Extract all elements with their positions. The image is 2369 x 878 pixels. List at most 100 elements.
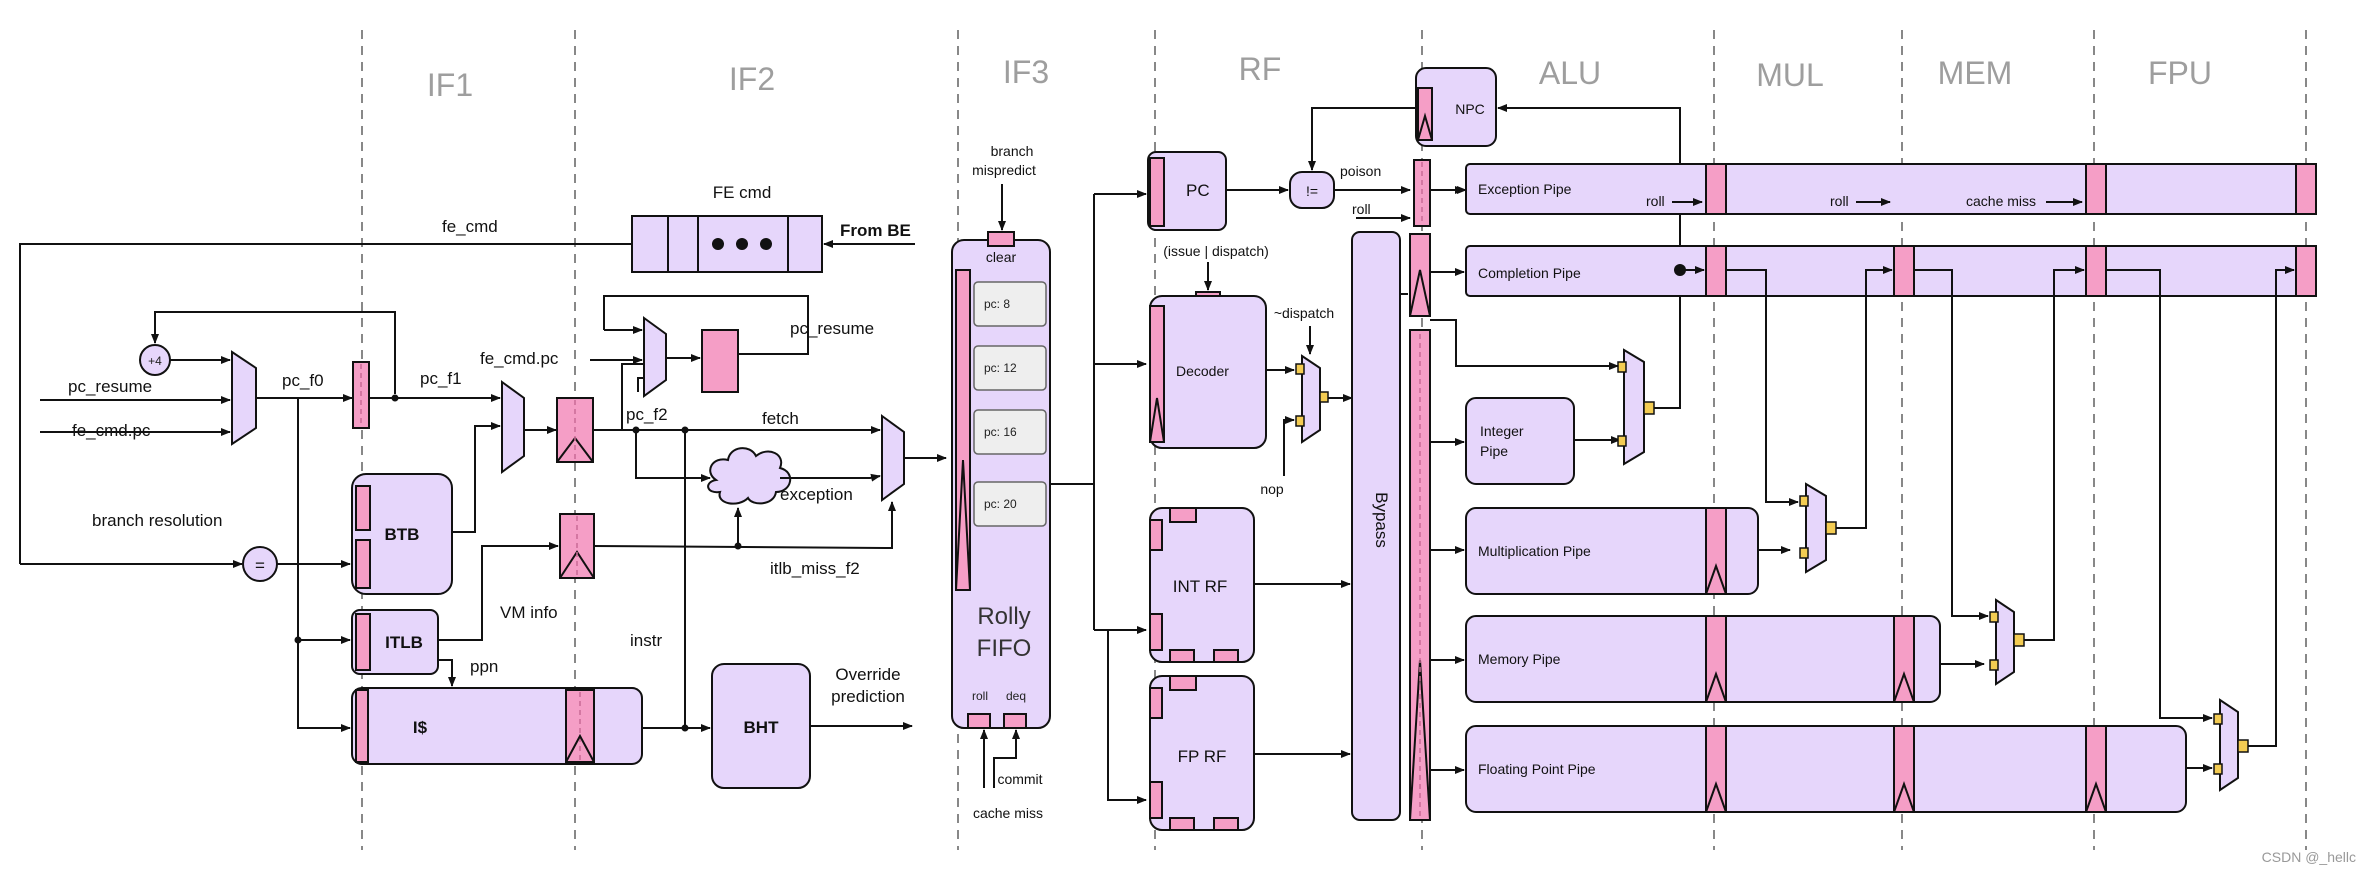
mem-reg-mul [1893,615,1915,703]
instr-label: instr [630,631,662,650]
dispatch-mux [1301,354,1321,444]
commit-label: commit [997,771,1042,787]
fpu-mux [2219,698,2239,792]
dispatch-mux-out [1319,391,1329,403]
pc-f1-mux [501,380,525,474]
prediction-label: prediction [831,687,905,706]
from-be-label: From BE [840,221,911,240]
decoder-label: Decoder [1176,363,1229,379]
clear-label: clear [986,249,1017,265]
stage-label-if1: IF1 [427,67,473,103]
icache-register-right [565,689,595,763]
fp-rf-label: FP RF [1178,747,1227,766]
rolly-fifo: branch mispredict clear pc: 8 pc: 12 pc:… [951,143,1147,821]
bypass-block [1351,231,1401,821]
pc-resume-reg-label: pc_resume [790,319,874,338]
pc-f0-label: pc_f0 [282,371,324,390]
bht-label: BHT [744,718,780,737]
stage-label-if2: IF2 [729,61,775,97]
memory-pipe [1465,615,1941,703]
integer-pipe-label-1: Integer [1480,423,1524,439]
mul-mux-out [1825,521,1837,535]
exception-cloud [707,447,791,505]
deq-label: deq [1006,689,1026,703]
exception-pipe-label: Exception Pipe [1478,181,1572,197]
pc-resume-label: pc_resume [68,377,152,396]
fp-rf-reg-bot1 [1169,817,1195,831]
itlb-register [355,613,371,671]
stage-label-mem: MEM [1938,55,2013,91]
pc-resume-mux [643,316,667,398]
fpu-mux-out [2237,739,2249,753]
fifo-cache-miss-label: cache miss [973,805,1043,821]
completion-pipe-label: Completion Pipe [1478,265,1581,281]
int-rf-reg-top [1169,507,1197,523]
mem-reg-alu [1705,615,1727,703]
mem-mux-out [2013,633,2025,647]
fe-cmd-pc-mux-label: fe_cmd.pc [480,349,559,368]
itlb-label: ITLB [385,633,423,652]
fetch-label: fetch [762,409,799,428]
int-rf-reg-bot2 [1213,649,1239,663]
stage-labels: IF1 IF2 IF3 RF ALU MUL MEM FPU [427,51,2212,103]
roll-label: roll [972,689,988,703]
pc-label: PC [1186,181,1210,200]
comp-reg-alu [1705,245,1727,297]
mul-reg [1705,507,1727,595]
backend: PC != poison roll NPC (issue | dispatch)… [1147,67,2317,831]
mul-mux [1805,482,1827,574]
mem-mux-sel [1989,659,1999,671]
exception-label: exception [780,485,853,504]
fp-reg-mul [1893,725,1915,813]
stage-label-fpu: FPU [2148,55,2212,91]
fp-rf-reg-bot2 [1213,817,1239,831]
issue-dispatch-label: (issue | dispatch) [1163,243,1269,259]
fpu-mux-sel [2213,763,2223,775]
branch-resolution-label: branch resolution [92,511,222,530]
btb-block [351,473,453,595]
fifo-entry [973,281,1047,327]
exc-reg-alu [1705,163,1727,215]
fe-cmd-title: FE cmd [713,183,772,202]
pc-register [1149,157,1165,227]
integer-pipe-label-2: Pipe [1480,443,1508,459]
mul-mux-sel [1799,495,1809,507]
alu-mux-sel [1617,361,1627,373]
integer-pipe [1465,397,1575,485]
roll-mul-label: roll [1830,193,1849,209]
pc-resume-register [701,329,739,393]
issue-register-lower [1409,329,1431,821]
mul-mux-sel [1799,547,1809,559]
fp-pipe-label: Floating Point Pipe [1478,761,1596,777]
exc-reg-fpu [2295,163,2317,215]
mult-pipe-label: Multiplication Pipe [1478,543,1591,559]
stage-label-rf: RF [1239,51,1282,87]
mem-mux [1995,598,2015,686]
fifo-entry-label: pc: 12 [984,361,1017,375]
fifo-clear-input [987,231,1015,247]
stage-label-alu: ALU [1539,55,1601,91]
fp-rf-reg-left2 [1149,781,1163,819]
fifo-entry [973,345,1047,391]
fp-reg-alu [1705,725,1727,813]
int-rf-label: INT RF [1173,577,1227,596]
comp-reg-fpu [2295,245,2317,297]
cache-miss-pipe-label: cache miss [1966,193,2036,209]
fp-rf-reg-top [1169,675,1197,691]
fifo-deq-input [1003,713,1027,729]
eq-label: = [255,556,265,575]
fifo-entry [973,409,1047,455]
icache-label: I$ [413,718,428,737]
decoder-register [1149,305,1165,443]
pc-f1-label: pc_f1 [420,369,462,388]
icache-register-left [355,689,369,763]
fifo-entry-label: pc: 8 [984,297,1010,311]
bypass-label: Bypass [1372,492,1391,548]
vm-info-label: VM info [500,603,558,622]
int-rf-reg-bot1 [1169,649,1195,663]
fpu-mux-sel [2213,713,2223,725]
int-rf-reg-left2 [1149,613,1163,651]
fifo-name-1: Rolly [977,603,1030,630]
comp-reg-mem [2085,245,2107,297]
